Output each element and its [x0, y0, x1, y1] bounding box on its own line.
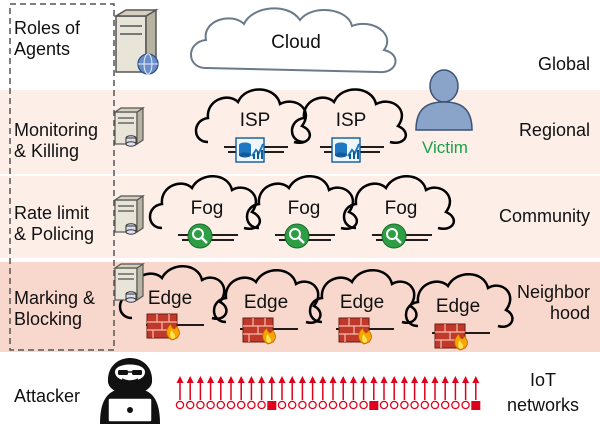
- role-rate-line2: & Policing: [14, 224, 95, 244]
- iot-device-arrow: [379, 376, 389, 410]
- edge-label-3: Edge: [339, 292, 385, 313]
- level-iot-line1: IoT: [529, 370, 556, 390]
- magnifier-icon-3: [380, 222, 408, 250]
- rate-server-icon: [114, 195, 144, 235]
- role-marking-line1: Marking &: [14, 288, 96, 308]
- iot-device-arrow: [420, 376, 430, 410]
- level-community: Community: [498, 206, 590, 226]
- iot-device-arrow: [257, 376, 266, 410]
- isp-icon-2: [331, 137, 361, 163]
- edge-label-4: Edge: [435, 296, 481, 317]
- iot-device-arrow: [308, 376, 317, 410]
- firewall-icon-4: [434, 323, 469, 351]
- iot-device-arrow: [226, 376, 236, 410]
- victim-label: Victim: [422, 138, 468, 157]
- iot-device-arrow: [328, 376, 338, 410]
- iot-arrow-row: [175, 376, 481, 410]
- role-rate-line1: Rate limit: [14, 203, 90, 223]
- iot-device-arrow: [236, 376, 246, 410]
- iot-device-arrow: [440, 376, 450, 410]
- iot-device-arrow: [430, 376, 440, 410]
- iot-device-arrow: [277, 376, 287, 410]
- global-cloud-icon: [190, 7, 397, 74]
- band-neighborhood: [0, 262, 600, 352]
- attacker-icon: [100, 358, 160, 424]
- iot-device-arrow: [400, 376, 409, 410]
- iot-device-arrow: [185, 376, 195, 410]
- isp-label-1: ISP: [239, 110, 271, 131]
- role-monitoring-line1: Monitoring: [14, 120, 99, 140]
- isp-label-2: ISP: [335, 110, 367, 131]
- marking-server-icon: [114, 263, 144, 303]
- cloud-label: Cloud: [271, 32, 321, 53]
- iot-device-arrow: [196, 376, 205, 410]
- victim-icon: [415, 69, 473, 131]
- level-neighborhood: Neighbor hood: [517, 282, 590, 324]
- roles-title-line2: Agents: [14, 39, 71, 59]
- iot-device-arrow: [389, 376, 399, 410]
- fog-label-1: Fog: [190, 198, 224, 219]
- isp-icon-1: [235, 137, 265, 163]
- fog-label-3: Fog: [384, 198, 418, 219]
- fog-label-2: Fog: [287, 198, 321, 219]
- firewall-icon-3: [338, 317, 373, 345]
- role-monitoring-line2: & Killing: [14, 141, 80, 161]
- level-global: Global: [537, 54, 590, 74]
- attacker-label: Attacker: [14, 386, 81, 406]
- iot-device-arrow: [175, 376, 185, 410]
- iot-device-arrow: [410, 376, 419, 410]
- iot-device-arrow: [247, 376, 256, 410]
- firewall-icon-1: [146, 313, 181, 341]
- firewall-icon-2: [242, 317, 277, 345]
- monitoring-server-icon: [114, 107, 144, 147]
- role-rate-limit: Rate limit & Policing: [14, 203, 94, 245]
- iot-device-arrow: [267, 376, 277, 410]
- level-regional: Regional: [518, 120, 590, 140]
- level-neighborhood-line1: Neighbor: [516, 282, 590, 302]
- iot-device-arrow: [318, 376, 328, 410]
- iot-device-arrow: [206, 376, 215, 410]
- level-iot: IoT networks: [496, 370, 590, 416]
- magnifier-icon-2: [283, 222, 311, 250]
- iot-device-arrow: [287, 376, 297, 410]
- edge-label-2: Edge: [243, 292, 289, 313]
- iot-device-arrow: [298, 376, 307, 410]
- edge-label-1: Edge: [147, 288, 193, 309]
- roles-title-line1: Roles of: [14, 18, 81, 38]
- iot-device-arrow: [216, 376, 226, 410]
- iot-device-arrow: [461, 376, 470, 410]
- global-server-icon: [113, 8, 159, 75]
- role-marking: Marking & Blocking: [14, 288, 95, 330]
- role-marking-line2: Blocking: [14, 309, 83, 329]
- roles-title: Roles of Agents: [14, 18, 80, 60]
- role-monitoring: Monitoring & Killing: [14, 120, 98, 162]
- magnifier-icon-1: [186, 222, 214, 250]
- level-neighborhood-line2: hood: [549, 303, 590, 323]
- iot-device-arrow: [451, 376, 460, 410]
- iot-device-arrow: [471, 376, 481, 410]
- iot-device-arrow: [359, 376, 368, 410]
- iot-device-arrow: [338, 376, 348, 410]
- level-iot-line2: networks: [506, 395, 580, 415]
- roles-dashed-box: [9, 3, 115, 351]
- iot-device-arrow: [349, 376, 358, 410]
- iot-device-arrow: [369, 376, 379, 410]
